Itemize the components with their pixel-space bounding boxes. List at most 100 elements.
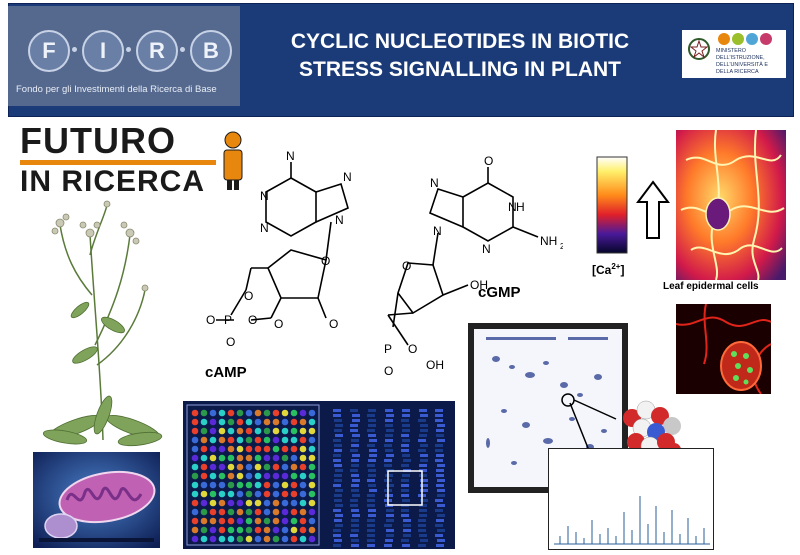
microarray-band — [368, 434, 376, 437]
microarray-band — [419, 464, 427, 467]
microarray-spot — [281, 481, 289, 489]
microarray-spot — [290, 445, 298, 453]
microarray-spot — [245, 454, 253, 462]
cgmp-atom-o: O — [484, 155, 493, 168]
microarray-band — [437, 529, 445, 532]
microarray-band — [352, 454, 360, 457]
microarray-band — [418, 419, 426, 422]
microarray-spot — [263, 427, 271, 435]
microarray-spot — [263, 436, 271, 444]
camp-atom-o: O — [248, 313, 257, 327]
microarray-spot — [272, 427, 280, 435]
microarray-band — [435, 459, 443, 462]
microarray-spot — [209, 463, 217, 471]
microarray-band — [386, 519, 394, 522]
microarray-band — [369, 439, 377, 442]
microarray-spot — [263, 418, 271, 426]
microarray-spot — [299, 481, 307, 489]
microarray-spot — [299, 517, 307, 525]
microarray-spot — [245, 445, 253, 453]
microarray-spot — [200, 517, 208, 525]
microarray-spot — [272, 517, 280, 525]
microarray-band — [403, 459, 411, 462]
microarray-spot — [272, 409, 280, 417]
microarray-band — [384, 459, 392, 462]
microarray-band — [368, 514, 376, 517]
microarray-band — [334, 429, 342, 432]
microarray-spot — [236, 535, 244, 543]
microarray-spot — [245, 499, 253, 507]
microarray-spot — [236, 445, 244, 453]
microarray-spot — [191, 499, 199, 507]
microarray-spot — [308, 409, 316, 417]
microarray-band — [437, 479, 445, 482]
cgmp-atom-nh2-sub: 2 — [560, 242, 563, 251]
microarray-band — [386, 514, 394, 517]
microarray-band — [367, 414, 375, 417]
microarray-spot — [290, 508, 298, 516]
microarray-spot — [290, 463, 298, 471]
microarray-spot — [200, 418, 208, 426]
microarray-band — [420, 489, 428, 492]
microarray-spot — [200, 499, 208, 507]
microarray-spot — [299, 463, 307, 471]
microarray-spot — [236, 427, 244, 435]
microarray-spot — [200, 445, 208, 453]
microarray-band — [334, 419, 342, 422]
futuro-in-ricerca-logo: FUTURO IN RICERCA — [20, 120, 252, 202]
cgmp-label: cGMP — [478, 284, 521, 301]
microarray-band — [333, 459, 341, 462]
microarray-band — [368, 484, 376, 487]
microarray-spot — [209, 445, 217, 453]
microarray-spot — [299, 526, 307, 534]
microarray-spot — [290, 409, 298, 417]
camp-atom-p: P — [224, 313, 232, 327]
microarray-spot — [236, 472, 244, 480]
microarray-band — [403, 534, 411, 537]
microarray-band — [420, 429, 428, 432]
microarray-band — [435, 409, 443, 412]
microarray-spot — [218, 535, 226, 543]
microarray-band — [419, 474, 427, 477]
microarray-band — [368, 509, 376, 512]
microarray-spot — [218, 463, 226, 471]
microarray-spot — [281, 508, 289, 516]
up-arrow-icon — [636, 180, 670, 239]
leaf-epidermal-cells-image — [676, 130, 786, 280]
microarray-band — [334, 479, 342, 482]
microarray-spot — [218, 436, 226, 444]
microarray-band — [437, 489, 445, 492]
microarray-band — [419, 514, 427, 517]
microarray-spot — [200, 427, 208, 435]
microarray-spot — [227, 499, 235, 507]
microarray-band — [352, 434, 360, 437]
microarray-band — [403, 529, 411, 532]
microarray-spot — [236, 418, 244, 426]
mass-spectrum-image — [548, 448, 714, 550]
italian-emblem-icon — [688, 38, 710, 60]
camp-atom-o: O — [274, 317, 283, 331]
microarray-spot — [308, 481, 316, 489]
microarray-spot — [209, 427, 217, 435]
microarray-spot — [308, 463, 316, 471]
microarray-spot — [290, 481, 298, 489]
microarray-spot — [290, 427, 298, 435]
microarray-band — [334, 464, 342, 467]
microarray-spot — [245, 481, 253, 489]
firb-letter-i: I — [82, 30, 124, 72]
microarray-spot — [281, 445, 289, 453]
microarray-spot — [290, 499, 298, 507]
microarray-band — [437, 424, 445, 427]
microarray-spot — [245, 517, 253, 525]
microarray-band — [351, 439, 359, 442]
microarray-band — [435, 444, 443, 447]
microarray-band — [403, 524, 411, 527]
microarray-spot — [281, 463, 289, 471]
microarray-spot — [299, 445, 307, 453]
microarray-spot — [281, 436, 289, 444]
microarray-band — [437, 439, 445, 442]
microarray-band — [437, 539, 445, 542]
mitochondrion-image — [33, 452, 160, 548]
microarray-spot — [281, 517, 289, 525]
microarray-band — [385, 494, 393, 497]
